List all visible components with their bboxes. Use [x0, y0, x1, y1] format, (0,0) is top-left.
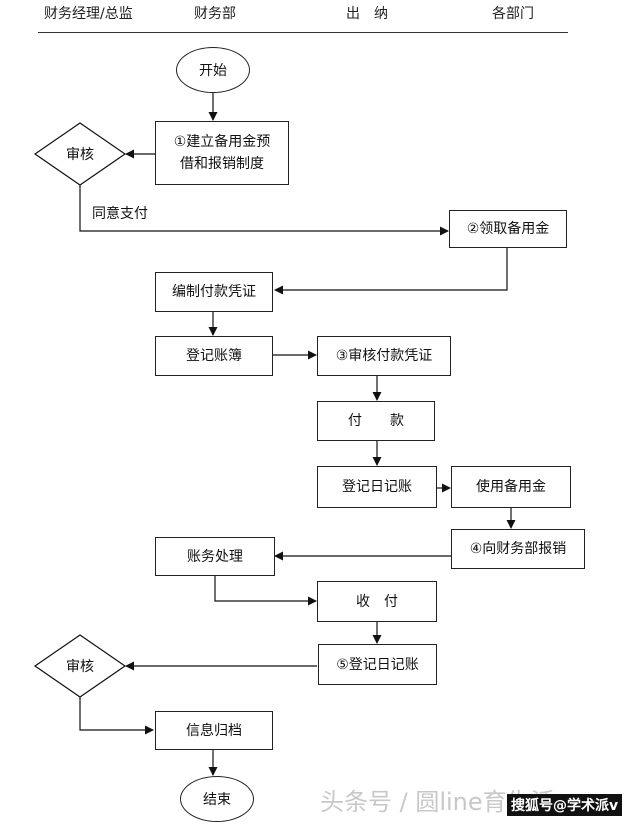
- lane-header-departments: 各部门: [492, 6, 534, 22]
- lane-header-cashier: 出 纳: [346, 6, 388, 22]
- lane-header-manager: 财务经理/总监: [44, 6, 133, 22]
- policy-line-2: 借和报销制度: [180, 156, 264, 172]
- review-label-2: 审核: [66, 659, 94, 675]
- use-fund-box: 使用备用金: [451, 466, 571, 508]
- audit-voucher-box: ③审核付款凭证: [317, 336, 451, 376]
- ledger-label: 登记账簿: [186, 348, 242, 364]
- review-diamond-2: [33, 634, 127, 698]
- audit-voucher-label: ③审核付款凭证: [335, 348, 433, 364]
- accounting-box: 账务处理: [155, 537, 275, 576]
- journal-label-2: ⑤登记日记账: [336, 656, 419, 673]
- start-label: 开始: [199, 63, 227, 79]
- accounting-label: 账务处理: [187, 548, 243, 565]
- header-divider: [38, 32, 568, 33]
- receive-box: ②领取备用金: [449, 210, 567, 248]
- end-terminal: 结束: [180, 776, 254, 822]
- policy-box: ①建立备用金预 借和报销制度: [155, 121, 289, 185]
- end-label: 结束: [203, 792, 231, 808]
- review-diamond-1: [33, 122, 127, 186]
- journal-label-1: 登记日记账: [342, 479, 412, 495]
- journal-box-1: 登记日记账: [317, 466, 437, 508]
- edge-accounting-collect: [214, 576, 317, 606]
- edge-review-receive: [79, 185, 449, 236]
- use-fund-label: 使用备用金: [476, 479, 546, 495]
- journal-box-2: ⑤登记日记账: [318, 644, 437, 685]
- collect-box: 收 付: [317, 581, 437, 622]
- archive-box: 信息归档: [155, 711, 273, 750]
- edge-receive-compile: [274, 248, 508, 295]
- lane-header-finance: 财务部: [194, 6, 236, 22]
- policy-line-1: ①建立备用金预: [173, 134, 271, 150]
- edge-review-archive: [79, 697, 154, 735]
- receive-label: ②领取备用金: [466, 221, 550, 237]
- pay-label: 付 款: [348, 413, 404, 429]
- ledger-box: 登记账簿: [155, 336, 273, 376]
- reimburse-label: ④向财务部报销: [469, 541, 567, 557]
- compile-voucher-label: 编制付款凭证: [172, 284, 256, 300]
- compile-voucher-box: 编制付款凭证: [155, 272, 273, 312]
- start-terminal: 开始: [176, 47, 250, 93]
- review-label-1: 审核: [66, 147, 94, 163]
- approve-payment-label: 同意支付: [92, 206, 148, 222]
- pay-box: 付 款: [317, 401, 435, 441]
- reimburse-box: ④向财务部报销: [451, 529, 585, 569]
- collect-label: 收 付: [356, 593, 398, 610]
- sohu-watermark: 搜狐号@学术派v: [507, 794, 623, 816]
- archive-label: 信息归档: [186, 722, 242, 739]
